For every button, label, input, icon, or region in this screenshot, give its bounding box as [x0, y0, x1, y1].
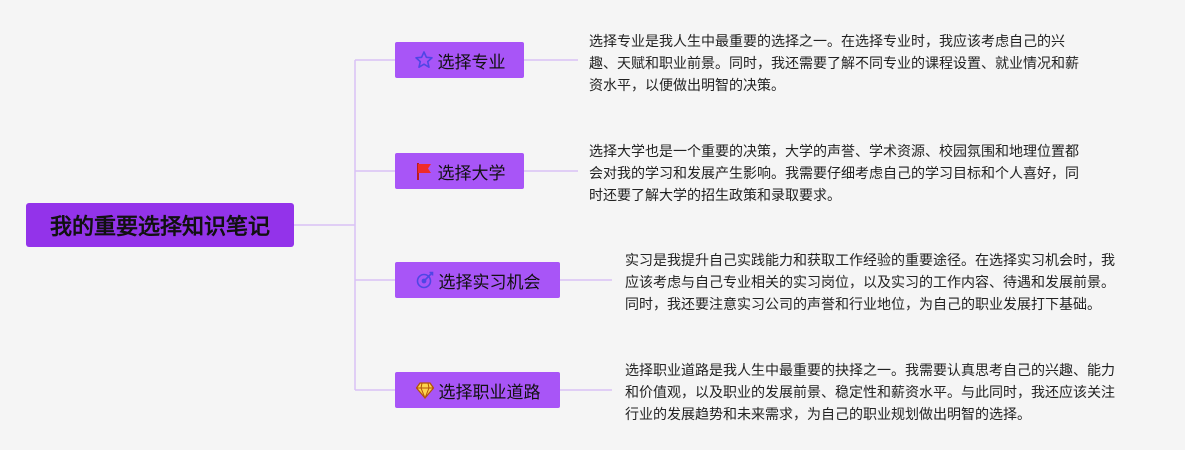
note-line: 选择大学也是一个重要的决策，大学的声誉、学术资源、校园氛围和地理位置都: [589, 144, 1079, 160]
note-line: 同时，我还要注意实习公司的声誉和行业地位，为自己的职业发展打下基础。: [625, 297, 1101, 313]
flag-icon: [414, 161, 434, 181]
branch-topic-university[interactable]: 选择大学: [395, 153, 524, 189]
note-line: 选择专业是我人生中最重要的选择之一。在选择专业时，我应该考虑自己的兴: [589, 34, 1065, 50]
branch-topic-major[interactable]: 选择专业: [395, 42, 524, 78]
note-text-career: 选择职业道路是我人生中最重要的抉择之一。我需要认真思考自己的兴趣、能力 和价值观…: [625, 360, 1115, 426]
note-text-university: 选择大学也是一个重要的决策，大学的声誉、学术资源、校园氛围和地理位置都 会对我的…: [589, 141, 1079, 207]
note-line: 时还要了解大学的招生政策和录取要求。: [589, 188, 841, 204]
root-topic[interactable]: 我的重要选择知识笔记: [26, 203, 294, 247]
branch-topic-label: 选择实习机会: [438, 272, 541, 293]
note-line: 行业的发展趋势和未来需求，为自己的职业规划做出明智的选择。: [625, 407, 1031, 423]
note-line: 资水平，以便做出明智的决策。: [589, 78, 785, 94]
branch-topic-label: 选择专业: [437, 52, 506, 73]
branch-topic-label: 选择大学: [437, 163, 506, 184]
note-line: 应该考虑与自己专业相关的实习岗位，以及实习的工作内容、待遇和发展前景。: [625, 275, 1115, 291]
note-line: 和价值观，以及职业的发展前景、稳定性和薪资水平。与此同时，我还应该关注: [625, 385, 1115, 401]
note-line: 会对我的学习和发展产生影响。我需要仔细考虑自己的学习目标和个人喜好，同: [589, 166, 1079, 182]
note-text-major: 选择专业是我人生中最重要的选择之一。在选择专业时，我应该考虑自己的兴 趣、天赋和…: [589, 31, 1079, 97]
root-topic-label: 我的重要选择知识笔记: [49, 215, 270, 240]
note-text-internship: 实习是我提升自己实践能力和获取工作经验的重要途径。在选择实习机会时，我 应该考虑…: [625, 250, 1115, 316]
note-line: 趣、天赋和职业前景。同时，我还需要了解不同专业的课程设置、就业情况和薪: [589, 56, 1079, 72]
note-line: 选择职业道路是我人生中最重要的抉择之一。我需要认真思考自己的兴趣、能力: [625, 363, 1115, 379]
star-icon: [414, 50, 434, 70]
note-line: 实习是我提升自己实践能力和获取工作经验的重要途径。在选择实习机会时，我: [625, 253, 1115, 269]
dart-icon: [415, 270, 435, 290]
branch-topic-career[interactable]: 选择职业道路: [395, 372, 560, 408]
branch-topic-label: 选择职业道路: [438, 382, 541, 403]
diamond-icon: [415, 380, 435, 400]
branch-topic-internship[interactable]: 选择实习机会: [395, 262, 560, 298]
